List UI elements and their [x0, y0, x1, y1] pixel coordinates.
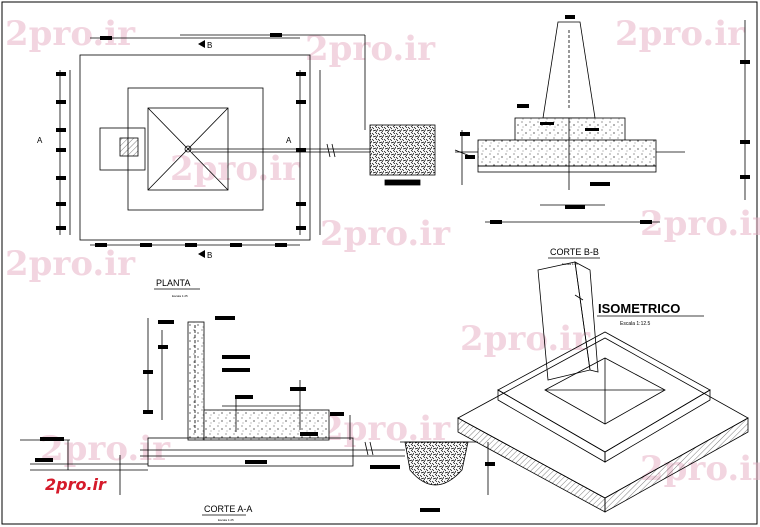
planta-section-marks: A A B B	[37, 41, 292, 260]
section-mark-b-top: B	[207, 41, 212, 50]
isometrico-title: ISOMETRICO	[598, 301, 680, 316]
watermark-6: 2pro.ir	[640, 204, 760, 244]
watermark-9: 2pro.ir	[40, 429, 171, 469]
section-mark-a-left: A	[37, 136, 43, 145]
watermarks: 2pro.ir 2pro.ir 2pro.ir 2pro.ir 2pro.ir …	[5, 14, 760, 489]
watermark-8: 2pro.ir	[460, 319, 591, 359]
watermark-2: 2pro.ir	[305, 29, 436, 69]
section-mark-b-bottom: B	[207, 251, 212, 260]
watermark-4: 2pro.ir	[5, 244, 136, 284]
planta-title: PLANTA	[156, 278, 190, 288]
corte-aa-scale: Escala 1:25	[218, 518, 234, 522]
corte-bb-scale: Escala 1:25	[562, 262, 578, 266]
planta-view	[59, 34, 436, 246]
planta-scale: Escala 1:25	[172, 294, 188, 298]
watermark-3: 2pro.ir	[615, 14, 746, 54]
corte-bb-title: CORTE B-B	[550, 247, 599, 257]
section-mark-a-right: A	[286, 136, 292, 145]
watermark-5: 2pro.ir	[320, 214, 451, 254]
watermark-7: 2pro.ir	[170, 149, 301, 189]
corte-aa-view	[20, 318, 489, 495]
corte-aa-title: CORTE A-A	[204, 504, 252, 514]
corte-aa-dim-tags	[35, 316, 495, 512]
isometrico-scale: Escala 1:12.5	[620, 321, 651, 327]
isometrico-view	[457, 261, 749, 513]
planta-dim-tags	[56, 33, 306, 258]
watermark-1: 2pro.ir	[5, 14, 136, 54]
corte-bb-dim-tags	[460, 15, 750, 224]
site-logo: 2pro.ir	[45, 475, 107, 494]
corte-bb-view	[454, 20, 746, 223]
